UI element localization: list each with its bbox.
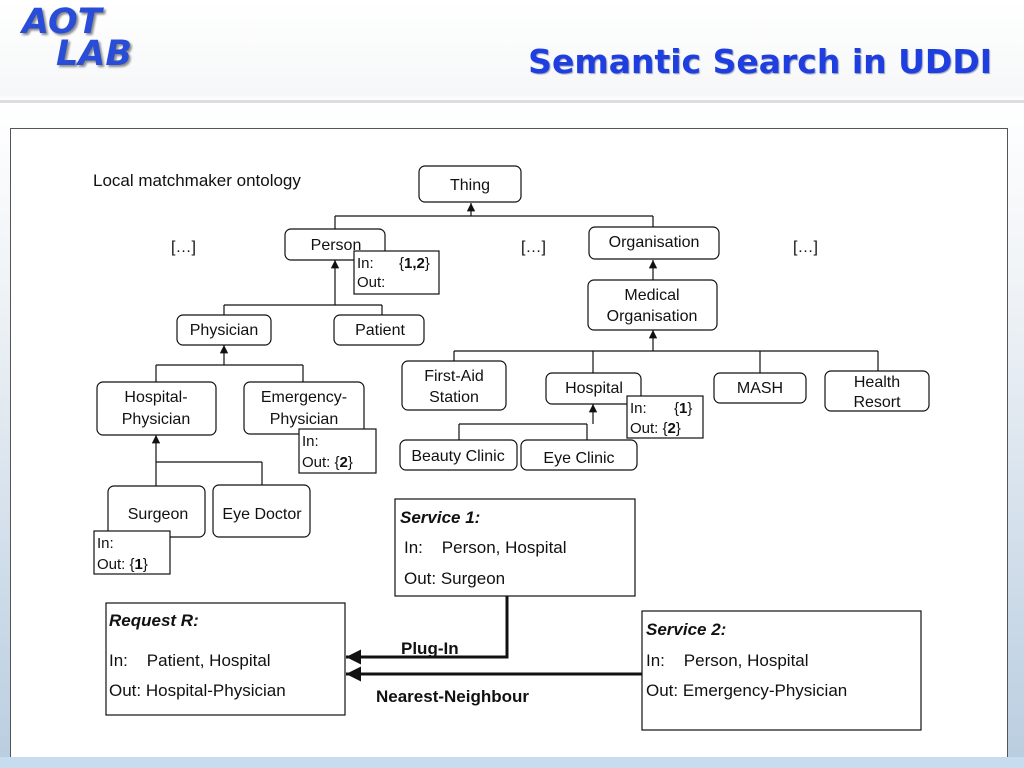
slide-title: Semantic Search in UDDI [528, 42, 992, 81]
node-first-aid-station-line1: First-Aid [424, 368, 484, 385]
request-title: Request R: [109, 611, 199, 630]
node-physician-box [176, 314, 272, 346]
emergency-annotation-box [298, 428, 377, 474]
service-texts: Service 1: In: Person, Hospital Out: Sur… [109, 508, 847, 700]
plugin-label: Plug-In [401, 639, 459, 658]
match-edges [346, 596, 642, 682]
hospital-annotation-in: In:{1} [630, 400, 692, 417]
plugin-edge [346, 596, 509, 665]
service1-in: In: Person, Hospital [404, 538, 567, 557]
node-emergency-physician-line2: Physician [270, 411, 338, 428]
service2-box [641, 610, 922, 731]
emergency-annotation-in: In: [302, 433, 319, 450]
surgeon-annotation-in: In: [97, 535, 114, 552]
service2-in: In: Person, Hospital [646, 651, 809, 670]
node-person: Person [311, 237, 362, 254]
node-thing-box [418, 165, 522, 203]
surgeon-annotation-box [93, 530, 171, 575]
node-mash-box [713, 372, 807, 404]
node-patient: Patient [355, 322, 405, 339]
node-organisation: Organisation [609, 234, 700, 251]
person-annotation-box [353, 250, 440, 295]
ontology-diagram: Local matchmaker ontology […] […] […] [93, 165, 930, 731]
node-health-resort-line1: Health [854, 374, 900, 391]
person-annotation-in: In:{1,2} [357, 255, 430, 272]
diagram-panel: Local matchmaker ontology […] […] […] [10, 128, 1008, 758]
nearest-neighbour-label: Nearest-Neighbour [376, 687, 529, 706]
node-hospital-box [545, 372, 642, 405]
node-boxes [93, 165, 930, 575]
node-beauty-clinic-box [399, 439, 518, 471]
aot-lab-logo: AOT LAB [22, 2, 133, 74]
node-emergency-physician-line1: Emergency- [261, 389, 347, 406]
node-eye-doctor: Eye Doctor [222, 506, 302, 523]
node-health-resort-box [824, 370, 930, 412]
node-surgeon: Surgeon [128, 506, 189, 523]
hospital-annotation-box [626, 395, 704, 439]
node-organisation-box [588, 226, 720, 260]
footer-band [0, 757, 1024, 768]
logo-line1: AOT [22, 2, 102, 42]
service1-out: Out: Surgeon [404, 569, 505, 588]
hospital-annotation-out: Out: {2} [630, 420, 681, 437]
node-first-aid-station-line2: Station [429, 389, 479, 406]
node-medical-organisation-box [587, 279, 718, 331]
service1-title: Service 1: [400, 508, 480, 527]
ontology-caption: Local matchmaker ontology [93, 171, 301, 190]
header-divider [0, 100, 1024, 103]
node-medical-organisation-line1: Medical [624, 287, 679, 304]
node-health-resort-line2: Resort [853, 394, 901, 411]
node-patient-box [333, 314, 425, 346]
node-first-aid-station-box [401, 360, 507, 411]
node-mash: MASH [737, 380, 783, 397]
logo-line2: LAB [56, 34, 133, 74]
node-labels: Thing Person Organisation Medical Organi… [122, 177, 901, 523]
request-out: Out: Hospital-Physician [109, 681, 286, 700]
node-thing: Thing [450, 177, 490, 194]
hierarchy-edges [151, 203, 879, 486]
node-physician: Physician [190, 322, 258, 339]
node-hospital-physician-box [96, 381, 217, 436]
ellipsis-middle: […] [521, 239, 546, 256]
node-eye-clinic-box [520, 439, 638, 471]
service2-title: Service 2: [646, 620, 726, 639]
node-medical-organisation-line2: Organisation [607, 308, 698, 325]
request-in: In: Patient, Hospital [109, 651, 271, 670]
ellipsis-left: […] [171, 239, 196, 256]
service2-out: Out: Emergency-Physician [646, 681, 847, 700]
person-annotation-out: Out: [357, 274, 385, 291]
node-eye-doctor-box [212, 484, 311, 538]
node-hospital-physician-line1: Hospital- [124, 389, 187, 406]
emergency-annotation-out: Out: {2} [302, 454, 353, 471]
node-hospital: Hospital [565, 380, 623, 397]
node-beauty-clinic: Beauty Clinic [411, 448, 504, 465]
node-eye-clinic: Eye Clinic [543, 450, 614, 467]
service1-box [394, 498, 636, 597]
io-annotations: In:{1,2} Out: In: Out: {2} In:{1} Out: {… [97, 255, 692, 573]
surgeon-annotation-out: Out: {1} [97, 556, 148, 573]
ellipsis-right: […] [793, 239, 818, 256]
node-hospital-physician-line2: Physician [122, 411, 190, 428]
request-box [105, 602, 346, 716]
